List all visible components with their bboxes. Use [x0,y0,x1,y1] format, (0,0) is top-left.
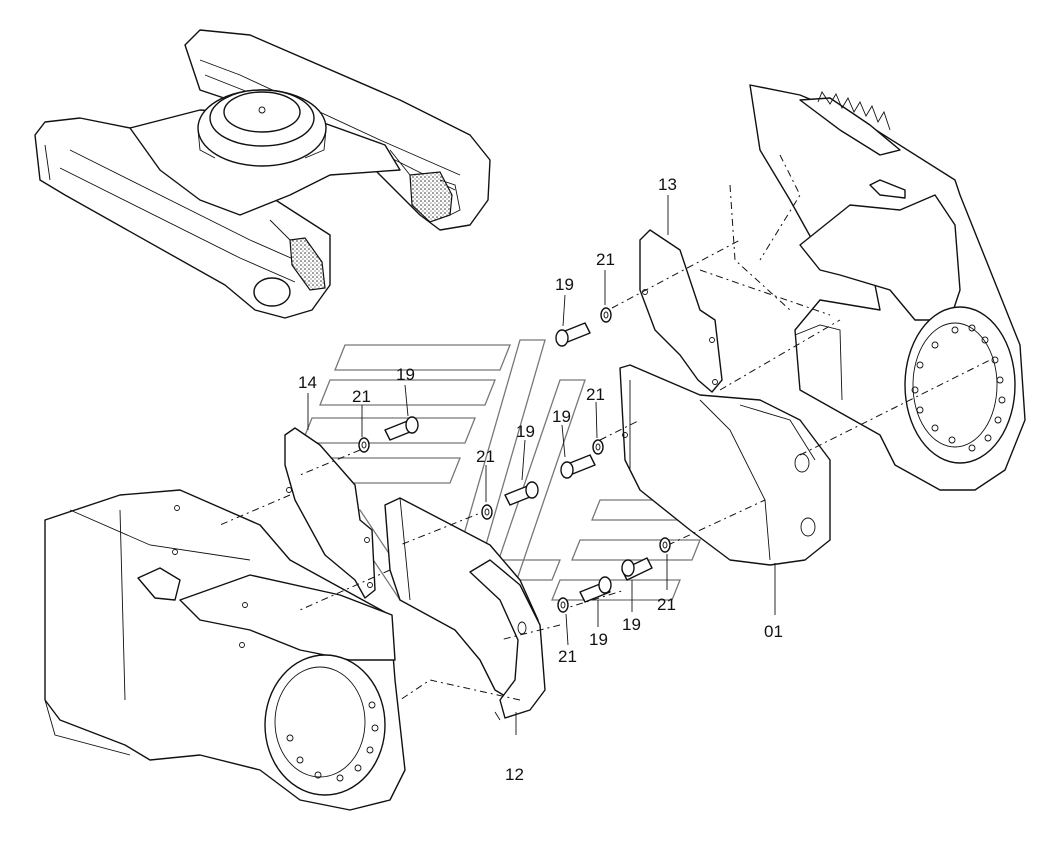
callout-19-c: 19 [516,422,535,441]
callout-19-e: 19 [589,630,608,649]
callout-21-b: 21 [352,387,371,406]
bolt-19-b [384,416,419,441]
bolt-19-c [560,454,596,479]
cover-12 [384,497,546,721]
leader-lines [307,195,776,735]
plate-13 [639,229,723,393]
callout-labels: 13 14 12 01 19 21 19 21 21 19 19 21 21 1… [298,175,783,784]
callout-19-d: 19 [552,407,571,426]
bolt-19-a [555,322,591,347]
callout-12: 12 [505,765,524,784]
undercarriage-overview [34,29,491,319]
callout-21-c: 21 [476,447,495,466]
callout-21-d: 21 [586,385,605,404]
cover-01 [619,364,831,566]
assembly-centerlines [219,154,991,701]
left-track-frame [44,489,406,811]
bolt-19-e [579,576,612,603]
right-track-frame [729,84,1026,491]
washers-21 [358,307,671,613]
callout-21-a: 21 [596,250,615,269]
plate-14 [284,427,376,599]
callout-19-f: 19 [622,615,641,634]
callout-19-a: 19 [555,275,574,294]
bolt-19-d [504,481,539,506]
callout-21-f: 21 [657,595,676,614]
bolt-19-f [621,557,653,581]
callout-01: 01 [764,622,783,641]
callout-21-e: 21 [558,647,577,666]
flange-bolt-holes-left [286,701,379,782]
callout-19-b: 19 [396,365,415,384]
callout-14: 14 [298,373,317,392]
callout-13: 13 [658,175,677,194]
flange-bolt-holes [911,324,1006,452]
